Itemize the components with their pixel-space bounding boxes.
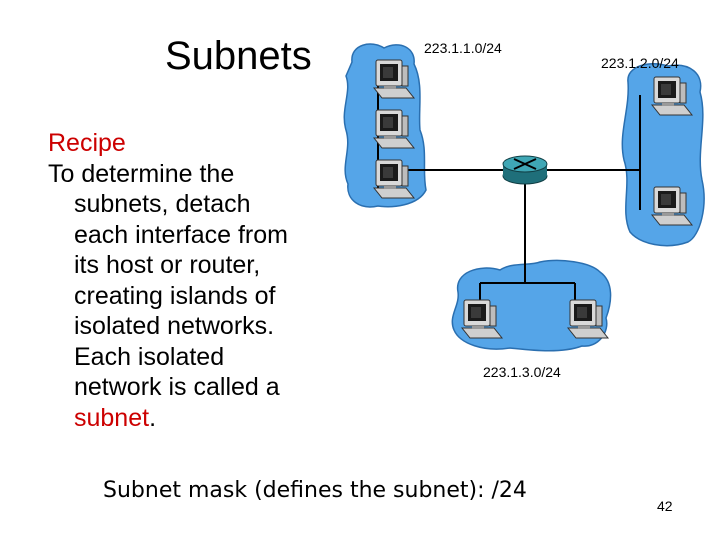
computer-icon xyxy=(373,159,415,199)
recipe-line: To determine the xyxy=(48,159,235,188)
computer-icon xyxy=(651,76,693,116)
recipe-line: each interface from xyxy=(74,220,288,249)
computer-icon xyxy=(373,59,415,99)
computer-icon xyxy=(567,299,609,339)
recipe-line: Each isolated xyxy=(74,342,225,371)
subnet-label-1: 223.1.1.0/24 xyxy=(424,40,502,56)
subnet-mask-text: Subnet mask (defines the subnet): /24 xyxy=(103,478,527,503)
subnet-label-2: 223.1.2.0/24 xyxy=(601,55,679,71)
recipe-period: . xyxy=(149,403,157,432)
page-number: 42 xyxy=(657,498,673,514)
computer-icon xyxy=(461,299,503,339)
recipe-line: creating islands of xyxy=(74,281,276,310)
computer-icon xyxy=(373,109,415,149)
recipe-text: Recipe To determine the subnets, detach … xyxy=(48,128,338,433)
recipe-line: isolated networks. xyxy=(74,312,275,340)
computer-icon xyxy=(651,186,693,226)
recipe-line: subnets, detach xyxy=(74,190,251,218)
router-icon xyxy=(502,155,548,185)
subnet-label-3: 223.1.3.0/24 xyxy=(483,364,561,380)
recipe-last-line: subnet. xyxy=(48,403,338,434)
recipe-heading: Recipe xyxy=(48,129,126,157)
recipe-line: network is called a xyxy=(74,373,280,401)
recipe-line: its host or router, xyxy=(74,251,261,279)
slide-title: Subnets xyxy=(165,34,312,78)
subnet-term: subnet xyxy=(74,403,150,432)
